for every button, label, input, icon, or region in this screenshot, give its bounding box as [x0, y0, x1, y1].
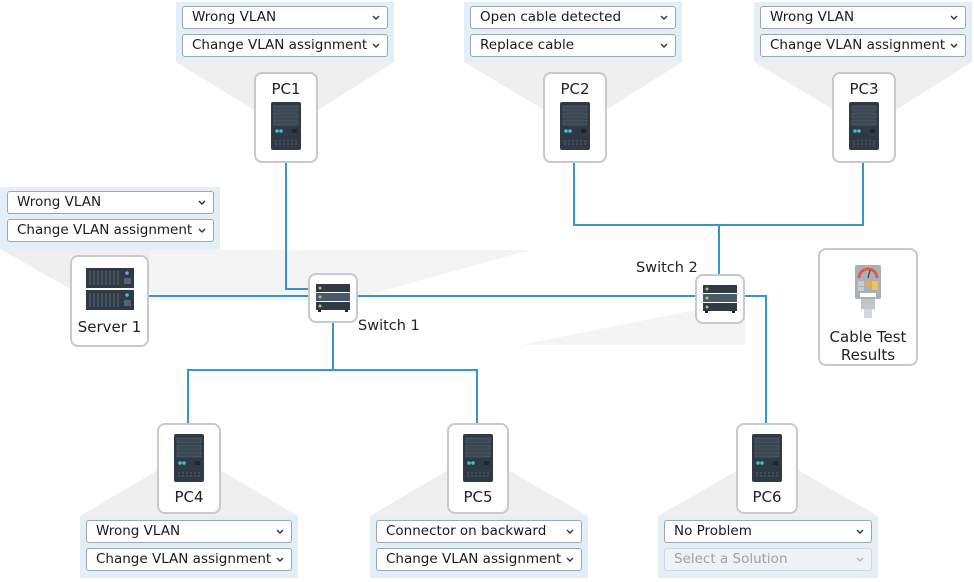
pc6-solution-select: Select a Solution: [664, 548, 872, 571]
pc4-problem-value: Wrong VLAN: [96, 523, 181, 539]
pc1-solution-value: Change VLAN assignment: [192, 37, 368, 53]
chevron-down-icon: [276, 529, 284, 534]
pc3-diagnosis-panel: Wrong VLAN Change VLAN assignment: [754, 2, 972, 62]
pc5-label: PC5: [463, 488, 493, 506]
pc3-problem-select[interactable]: Wrong VLAN: [760, 6, 966, 29]
pc2-node[interactable]: PC2: [543, 72, 607, 163]
chevron-down-icon: [660, 15, 668, 20]
pc4-diagnosis-panel: Wrong VLAN Change VLAN assignment: [80, 516, 298, 578]
pc2-solution-value: Replace cable: [480, 37, 575, 53]
pc3-label: PC3: [849, 80, 879, 98]
desktop-tower-icon: [271, 102, 301, 150]
chevron-down-icon: [950, 15, 958, 20]
pc5-problem-select[interactable]: Connector on backward: [376, 520, 582, 543]
pc6-problem-value: No Problem: [674, 523, 752, 539]
chevron-down-icon: [198, 200, 206, 205]
link-switch2-pc6: [743, 295, 767, 424]
pc6-node[interactable]: PC6: [736, 423, 798, 514]
link-pc4-pc5-branch: [187, 369, 478, 424]
pc4-solution-select[interactable]: Change VLAN assignment: [86, 548, 292, 571]
pc4-solution-value: Change VLAN assignment: [96, 551, 272, 567]
pc2-solution-select[interactable]: Replace cable: [470, 34, 676, 57]
pc4-label: PC4: [174, 488, 204, 506]
link-pc1-switch1: [285, 162, 310, 290]
chevron-down-icon: [566, 557, 574, 562]
link-pc2-pc3-trunk: [573, 162, 864, 226]
pc5-node[interactable]: PC5: [447, 423, 509, 514]
pc3-problem-value: Wrong VLAN: [770, 9, 855, 25]
pc4-problem-select[interactable]: Wrong VLAN: [86, 520, 292, 543]
chevron-down-icon: [566, 529, 574, 534]
desktop-tower-icon: [560, 102, 590, 150]
server1-problem-select[interactable]: Wrong VLAN: [7, 191, 214, 214]
pc1-node[interactable]: PC1: [254, 72, 318, 163]
cable-test-label-line2: Results: [840, 346, 896, 364]
network-switch-icon: [703, 285, 737, 313]
pc1-diagnosis-panel: Wrong VLAN Change VLAN assignment: [176, 2, 394, 62]
server1-problem-value: Wrong VLAN: [17, 194, 102, 210]
pc5-solution-value: Change VLAN assignment: [386, 551, 562, 567]
chevron-down-icon: [372, 15, 380, 20]
cable-tester-icon: [855, 265, 881, 318]
server1-node[interactable]: Server 1: [70, 255, 149, 347]
chevron-down-icon: [856, 529, 864, 534]
server1-solution-select[interactable]: Change VLAN assignment: [7, 219, 214, 242]
pc4-node[interactable]: PC4: [157, 423, 221, 514]
pc3-solution-value: Change VLAN assignment: [770, 37, 946, 53]
pc2-label: PC2: [560, 80, 590, 98]
pc2-problem-value: Open cable detected: [480, 9, 622, 25]
switch2-label: Switch 2: [636, 260, 698, 276]
server1-solution-value: Change VLAN assignment: [17, 222, 193, 238]
chevron-down-icon: [198, 228, 206, 233]
pc6-diagnosis-panel: No Problem Select a Solution: [658, 516, 878, 578]
pc3-solution-select[interactable]: Change VLAN assignment: [760, 34, 966, 57]
switch2-shadow: [520, 300, 745, 345]
chevron-down-icon: [660, 43, 668, 48]
cable-test-label-line1: Cable Test: [829, 328, 907, 346]
pc5-solution-select[interactable]: Change VLAN assignment: [376, 548, 582, 571]
switch1-label: Switch 1: [358, 318, 420, 334]
pc6-solution-placeholder: Select a Solution: [674, 551, 788, 567]
pc5-diagnosis-panel: Connector on backward Change VLAN assign…: [370, 516, 588, 578]
desktop-tower-icon: [463, 434, 493, 482]
server1-label: Server 1: [77, 318, 142, 336]
pc5-problem-value: Connector on backward: [386, 523, 547, 539]
cable-test-results-button[interactable]: Cable Test Results: [818, 248, 918, 366]
pc2-diagnosis-panel: Open cable detected Replace cable: [464, 2, 682, 62]
desktop-tower-icon: [849, 102, 879, 150]
pc1-label: PC1: [271, 80, 301, 98]
pc1-problem-value: Wrong VLAN: [192, 9, 277, 25]
chevron-down-icon: [950, 43, 958, 48]
pc1-solution-select[interactable]: Change VLAN assignment: [182, 34, 388, 57]
server1-diagnosis-panel: Wrong VLAN Change VLAN assignment: [0, 187, 220, 249]
chevron-down-icon: [276, 557, 284, 562]
pc1-problem-select[interactable]: Wrong VLAN: [182, 6, 388, 29]
chevron-down-icon: [856, 557, 864, 562]
pc6-label: PC6: [752, 488, 782, 506]
switch2-node[interactable]: [695, 274, 745, 324]
server-rack-icon: [85, 268, 134, 310]
pc2-problem-select[interactable]: Open cable detected: [470, 6, 676, 29]
chevron-down-icon: [372, 43, 380, 48]
pc6-problem-select[interactable]: No Problem: [664, 520, 872, 543]
network-switch-icon: [316, 284, 350, 312]
pc3-node[interactable]: PC3: [832, 72, 896, 163]
desktop-tower-icon: [752, 434, 782, 482]
switch1-node[interactable]: [308, 273, 358, 323]
desktop-tower-icon: [174, 434, 204, 482]
